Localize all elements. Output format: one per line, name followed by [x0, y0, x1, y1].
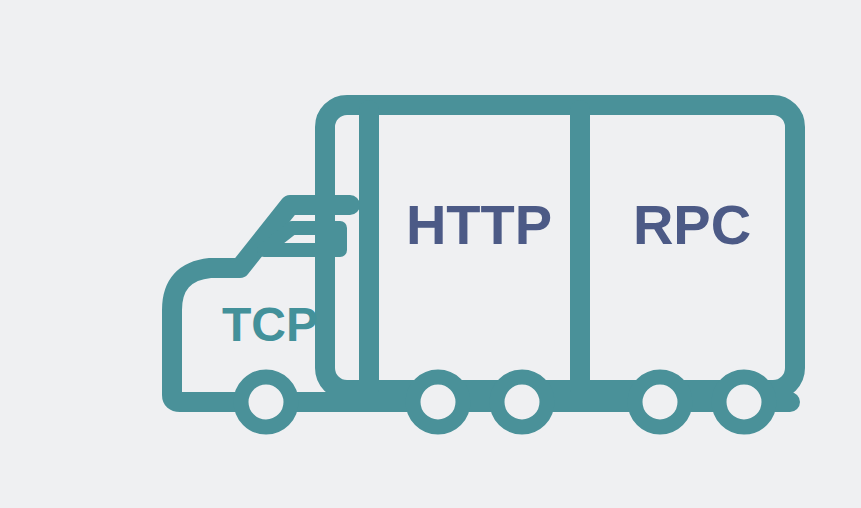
wheel [635, 377, 685, 427]
trailer-outline [325, 105, 795, 390]
node-label: TCP [222, 301, 318, 349]
cab-window [264, 228, 340, 250]
cab-box: TCP [190, 292, 350, 358]
trailer-divider [570, 110, 590, 390]
compartment-box: HTTP [390, 130, 568, 320]
wheel [241, 377, 291, 427]
wheel [413, 377, 463, 427]
compartment-box: RPC [600, 130, 784, 320]
wheel [497, 377, 547, 427]
wheel [719, 377, 769, 427]
node-label: RPC [633, 197, 751, 253]
trailer-front-wall [359, 110, 379, 390]
node-label: HTTP [406, 197, 552, 253]
